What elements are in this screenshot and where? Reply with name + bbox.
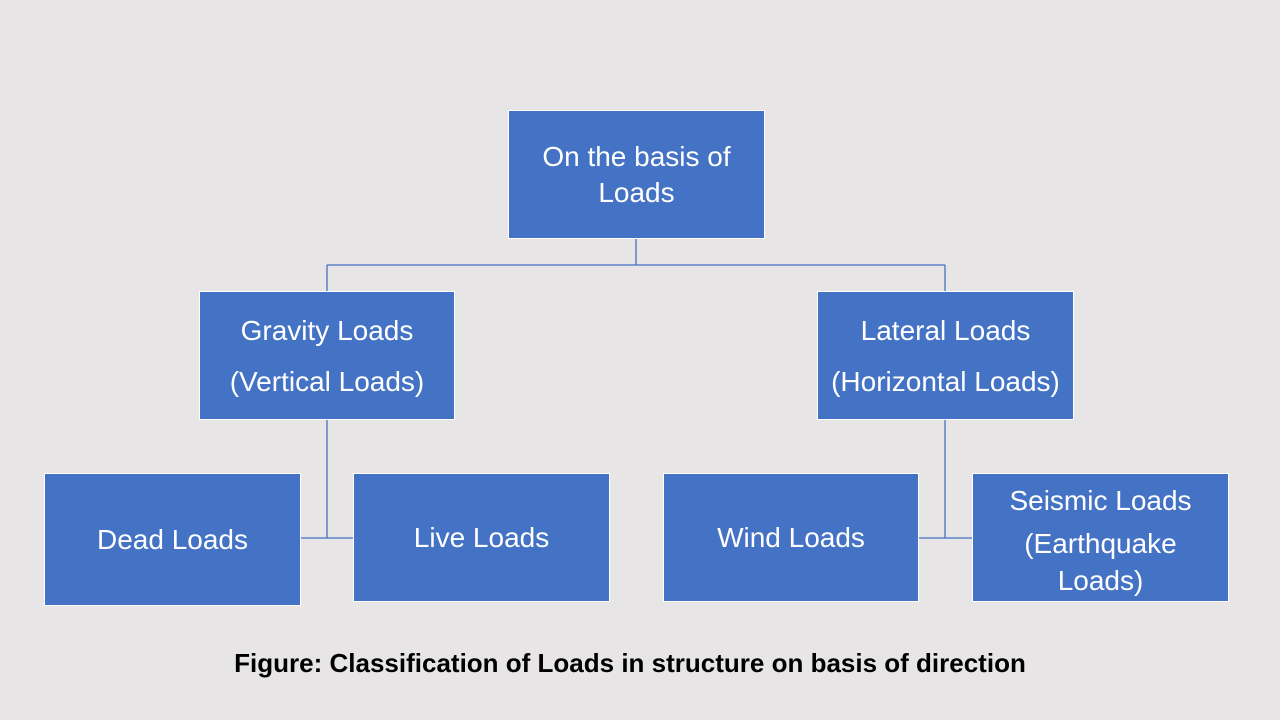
figure-caption: Figure: Classification of Loads in struc…: [234, 648, 1026, 678]
node-dead-loads: Dead Loads: [44, 473, 301, 606]
node-label-line: Live Loads: [413, 521, 550, 553]
node-label-line: Gravity Loads: [240, 314, 414, 346]
node-wind-loads: Wind Loads: [663, 473, 919, 602]
node-seismic-loads: Seismic Loads (Earthquake Loads): [972, 473, 1229, 602]
node-label-line: (Horizontal Loads): [831, 365, 1060, 397]
node-label-line: Loads): [1057, 564, 1144, 596]
node-label-line: (Earthquake: [1024, 527, 1177, 559]
node-label-line: Lateral Loads: [860, 314, 1031, 346]
node-label-line: Dead Loads: [96, 523, 248, 555]
node-label-line: Seismic Loads: [1009, 484, 1192, 516]
node-label-line: Loads: [598, 176, 675, 208]
node-gravity-loads: Gravity Loads (Vertical Loads): [199, 291, 455, 420]
node-label-line: (Vertical Loads): [229, 365, 425, 397]
node-label-line: Wind Loads: [717, 521, 865, 553]
node-label-line: On the basis of: [542, 140, 731, 172]
node-live-loads: Live Loads: [353, 473, 610, 602]
node-loads-basis: On the basis of Loads: [508, 110, 765, 239]
node-lateral-loads: Lateral Loads (Horizontal Loads): [817, 291, 1074, 420]
